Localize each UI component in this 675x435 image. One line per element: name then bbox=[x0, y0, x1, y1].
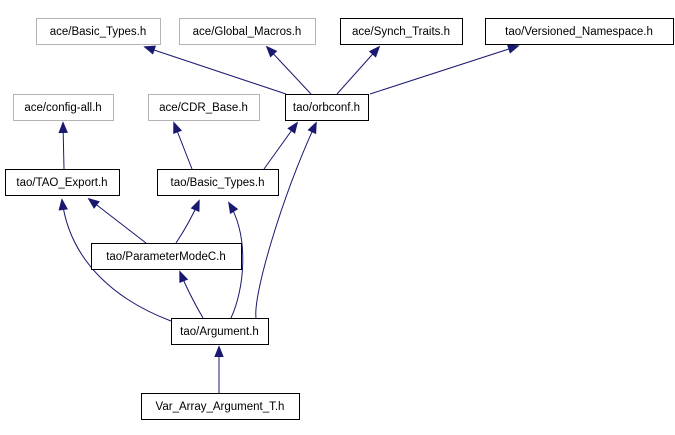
edge-tao-argument-to-tao-basic-types bbox=[229, 203, 244, 319]
node-ace-basic-types: ace/Basic_Types.h bbox=[36, 18, 161, 45]
node-box-ace-cdr-base bbox=[148, 94, 260, 121]
edge-tao-parametermodec-to-tao-basic-types bbox=[175, 201, 199, 244]
node-label-var-array-argument-t: Var_Array_Argument_T.h bbox=[156, 401, 285, 413]
node-label-tao-orbconf: tao/orbconf.h bbox=[293, 102, 360, 114]
node-label-ace-config-all: ace/config-all.h bbox=[24, 102, 101, 114]
node-box-tao-orbconf[interactable] bbox=[285, 94, 369, 121]
edge-tao-basic-types-to-tao-orbconf bbox=[263, 123, 297, 170]
node-label-ace-cdr-base: ace/CDR_Base.h bbox=[159, 102, 248, 114]
node-tao-basic-types[interactable]: tao/Basic_Types.h bbox=[157, 169, 279, 196]
node-box-ace-global-macros bbox=[179, 18, 316, 45]
node-tao-versioned-namespace[interactable]: tao/Versioned_Namespace.h bbox=[485, 18, 674, 45]
node-tao-argument[interactable]: tao/Argument.h bbox=[171, 318, 269, 345]
edge-tao-orbconf-to-ace-global-macros bbox=[267, 47, 312, 95]
edge-tao-orbconf-to-tao-versioned-namespace bbox=[369, 46, 518, 95]
edge-tao-argument-to-tao-tao-export bbox=[62, 200, 172, 322]
node-label-tao-parametermodec: tao/ParameterModeC.h bbox=[106, 251, 226, 263]
node-box-tao-tao-export[interactable] bbox=[5, 169, 120, 196]
node-tao-tao-export[interactable]: tao/TAO_Export.h bbox=[5, 169, 120, 196]
node-var-array-argument-t: Var_Array_Argument_T.h bbox=[141, 393, 300, 420]
node-box-tao-versioned-namespace[interactable] bbox=[485, 18, 674, 45]
node-box-var-array-argument-t bbox=[141, 393, 300, 420]
node-tao-orbconf[interactable]: tao/orbconf.h bbox=[285, 94, 369, 121]
edge-tao-orbconf-to-ace-synch-traits bbox=[336, 47, 379, 95]
node-ace-global-macros: ace/Global_Macros.h bbox=[179, 18, 316, 45]
edge-tao-tao-export-to-ace-config-all bbox=[63, 123, 64, 170]
node-label-ace-global-macros: ace/Global_Macros.h bbox=[193, 26, 302, 38]
node-label-tao-versioned-namespace: tao/Versioned_Namespace.h bbox=[505, 26, 653, 38]
node-label-tao-tao-export: tao/TAO_Export.h bbox=[16, 177, 107, 189]
node-box-ace-synch-traits[interactable] bbox=[340, 18, 463, 45]
node-label-ace-basic-types: ace/Basic_Types.h bbox=[50, 26, 147, 38]
node-box-ace-config-all bbox=[13, 94, 114, 121]
node-box-tao-argument[interactable] bbox=[171, 318, 269, 345]
edge-tao-parametermodec-to-tao-tao-export bbox=[89, 199, 147, 244]
node-box-tao-parametermodec[interactable] bbox=[91, 243, 242, 270]
node-box-ace-basic-types bbox=[36, 18, 161, 45]
edge-tao-argument-to-tao-orbconf bbox=[255, 123, 316, 319]
node-tao-parametermodec[interactable]: tao/ParameterModeC.h bbox=[91, 243, 242, 270]
edge-tao-basic-types-to-ace-cdr-base bbox=[174, 123, 193, 170]
node-label-tao-basic-types: tao/Basic_Types.h bbox=[171, 177, 265, 189]
node-box-tao-basic-types[interactable] bbox=[157, 169, 279, 196]
edge-tao-orbconf-to-ace-basic-types bbox=[145, 47, 287, 95]
node-label-tao-argument: tao/Argument.h bbox=[180, 326, 259, 338]
edge-tao-argument-to-tao-parametermodec bbox=[180, 272, 204, 319]
node-ace-config-all: ace/config-all.h bbox=[13, 94, 114, 121]
node-ace-synch-traits[interactable]: ace/Synch_Traits.h bbox=[340, 18, 463, 45]
node-label-ace-synch-traits: ace/Synch_Traits.h bbox=[352, 26, 450, 38]
node-ace-cdr-base: ace/CDR_Base.h bbox=[148, 94, 260, 121]
